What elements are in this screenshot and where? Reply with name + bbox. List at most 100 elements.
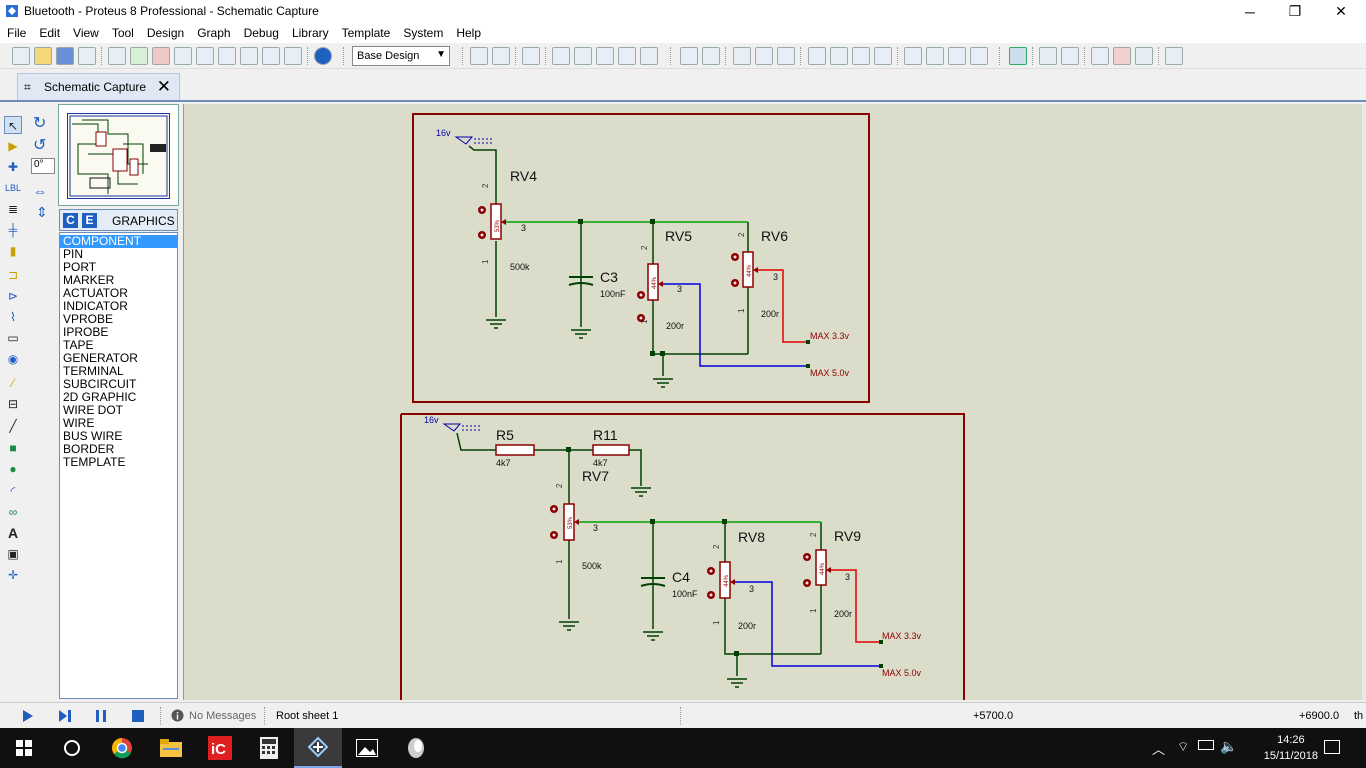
path-icon[interactable]: ∞	[8, 505, 18, 519]
object-selector-list[interactable]: COMPONENT PIN PORT MARKER ACTUATOR INDIC…	[59, 232, 178, 699]
redo-icon[interactable]	[702, 47, 720, 65]
menu-tool[interactable]: Tool	[111, 26, 134, 40]
remove-sheet-icon[interactable]	[1113, 47, 1131, 65]
overview-window[interactable]	[58, 104, 179, 206]
list-item[interactable]: 2D GRAPHIC	[63, 390, 137, 404]
search-icon[interactable]	[1039, 47, 1057, 65]
list-item[interactable]: TAPE	[63, 338, 94, 352]
list-item[interactable]: INDICATOR	[63, 299, 128, 313]
menu-template[interactable]: Template	[341, 26, 391, 40]
list-item[interactable]: COMPONENT	[60, 235, 177, 248]
open-folder-icon[interactable]	[34, 47, 52, 65]
chevron-up-icon[interactable]: ︿	[1152, 742, 1166, 757]
property-assignment-icon[interactable]	[1061, 47, 1079, 65]
pan-icon[interactable]	[552, 47, 570, 65]
wire-autorouter-icon[interactable]	[1009, 47, 1027, 65]
step-icon[interactable]	[57, 708, 73, 724]
media-app-icon[interactable]	[392, 728, 440, 768]
list-item[interactable]: BORDER	[63, 442, 115, 456]
block-move-icon[interactable]	[830, 47, 848, 65]
block-delete-icon[interactable]	[874, 47, 892, 65]
system-clock[interactable]: 14:26 15/11/2018	[1263, 734, 1318, 762]
list-item[interactable]: PORT	[63, 260, 97, 274]
notifications-icon[interactable]	[1324, 740, 1340, 754]
notes-icon[interactable]	[284, 47, 302, 65]
close-icon[interactable]: ✕	[156, 77, 171, 96]
list-item[interactable]: BUS WIRE	[63, 429, 123, 443]
recorder-icon[interactable]: ▭	[7, 331, 19, 345]
file-explorer-icon[interactable]	[147, 728, 195, 768]
rotation-angle-field[interactable]: 0°	[31, 158, 55, 174]
menu-debug[interactable]: Debug	[243, 26, 279, 40]
ic-app-icon[interactable]: iC	[196, 728, 244, 768]
pcb-icon[interactable]	[152, 47, 170, 65]
list-item[interactable]: MARKER	[63, 273, 115, 287]
electrical-rule-check-icon[interactable]	[1165, 47, 1183, 65]
mirror-vertical-icon[interactable]: ⇕	[36, 204, 48, 220]
graph-icon[interactable]: ⌇	[10, 310, 16, 324]
cut-icon[interactable]	[733, 47, 751, 65]
units-label[interactable]: th	[1354, 710, 1364, 722]
chrome-icon[interactable]	[98, 728, 146, 768]
photos-icon[interactable]	[343, 728, 391, 768]
wifi-icon[interactable]: ⌔	[1177, 739, 1190, 754]
calculator-icon[interactable]	[245, 728, 293, 768]
paste-icon[interactable]	[777, 47, 795, 65]
junction-dot-icon[interactable]: ✚	[7, 160, 19, 174]
design-variant-select[interactable]: Base Design ▼	[352, 46, 450, 66]
wire-label-icon[interactable]: LBL	[4, 183, 21, 193]
packaging-tool-icon[interactable]	[948, 47, 966, 65]
exit-to-parent-icon[interactable]	[1135, 47, 1153, 65]
menu-graph[interactable]: Graph	[197, 26, 231, 40]
design-explorer-icon[interactable]	[262, 47, 280, 65]
save-icon[interactable]	[56, 47, 74, 65]
text-script-icon[interactable]: ≣	[7, 202, 19, 216]
pause-icon[interactable]	[93, 708, 109, 724]
menu-design[interactable]: Design	[146, 26, 185, 40]
help-icon[interactable]	[314, 47, 332, 65]
schematic-canvas[interactable]: 16v	[183, 104, 1362, 700]
rotate-clockwise-icon[interactable]: ↻	[33, 115, 47, 132]
menu-help[interactable]: Help	[456, 26, 482, 40]
play-icon[interactable]	[20, 708, 36, 724]
rotate-anticlockwise-icon[interactable]: ↺	[33, 137, 47, 154]
new-file-icon[interactable]	[12, 47, 30, 65]
instruments-icon[interactable]: ⊟	[7, 397, 19, 411]
maximize-button[interactable]: ❐	[1288, 3, 1302, 19]
pick-device-icon[interactable]	[904, 47, 922, 65]
list-item[interactable]: TEMPLATE	[63, 455, 126, 469]
symbol-icon[interactable]: ▣	[7, 547, 19, 561]
messages-status[interactable]: No Messages	[189, 710, 257, 722]
3d-view-icon[interactable]	[196, 47, 214, 65]
mirror-horizontal-icon[interactable]: ⇔	[33, 183, 47, 199]
undo-icon[interactable]	[680, 47, 698, 65]
info-icon[interactable]	[171, 709, 184, 722]
menu-edit[interactable]: Edit	[39, 26, 61, 40]
pick-devices-button[interactable]: C	[63, 213, 78, 228]
import-icon[interactable]	[78, 47, 96, 65]
list-item[interactable]: ACTUATOR	[63, 286, 128, 300]
list-item[interactable]: VPROBE	[63, 312, 114, 326]
list-item[interactable]: PIN	[63, 247, 84, 261]
menu-library[interactable]: Library	[291, 26, 329, 40]
battery-icon[interactable]	[1198, 740, 1214, 750]
zoom-out-icon[interactable]	[596, 47, 614, 65]
circle-icon[interactable]: ●	[9, 462, 17, 476]
buses-icon[interactable]: ╪	[8, 223, 18, 237]
menu-system[interactable]: System	[403, 26, 444, 40]
subcircuit-icon[interactable]: ▮	[9, 244, 17, 258]
stop-icon[interactable]	[130, 708, 146, 724]
box-icon[interactable]: ■	[9, 441, 17, 455]
list-item[interactable]: SUBCIRCUIT	[63, 377, 137, 391]
zoom-all-icon[interactable]	[618, 47, 636, 65]
home-icon[interactable]	[108, 47, 126, 65]
library-manager-button[interactable]: E	[82, 213, 97, 228]
list-item[interactable]: WIRE DOT	[63, 403, 123, 417]
minimize-button[interactable]: ─	[1245, 3, 1255, 20]
arc-icon[interactable]: ◜	[10, 484, 16, 498]
proteus-taskbar-icon[interactable]	[294, 728, 342, 768]
menu-file[interactable]: File	[7, 26, 27, 40]
close-button[interactable]: ✕	[1335, 3, 1347, 19]
windows-start-icon[interactable]	[0, 728, 48, 768]
bom-icon[interactable]	[218, 47, 236, 65]
